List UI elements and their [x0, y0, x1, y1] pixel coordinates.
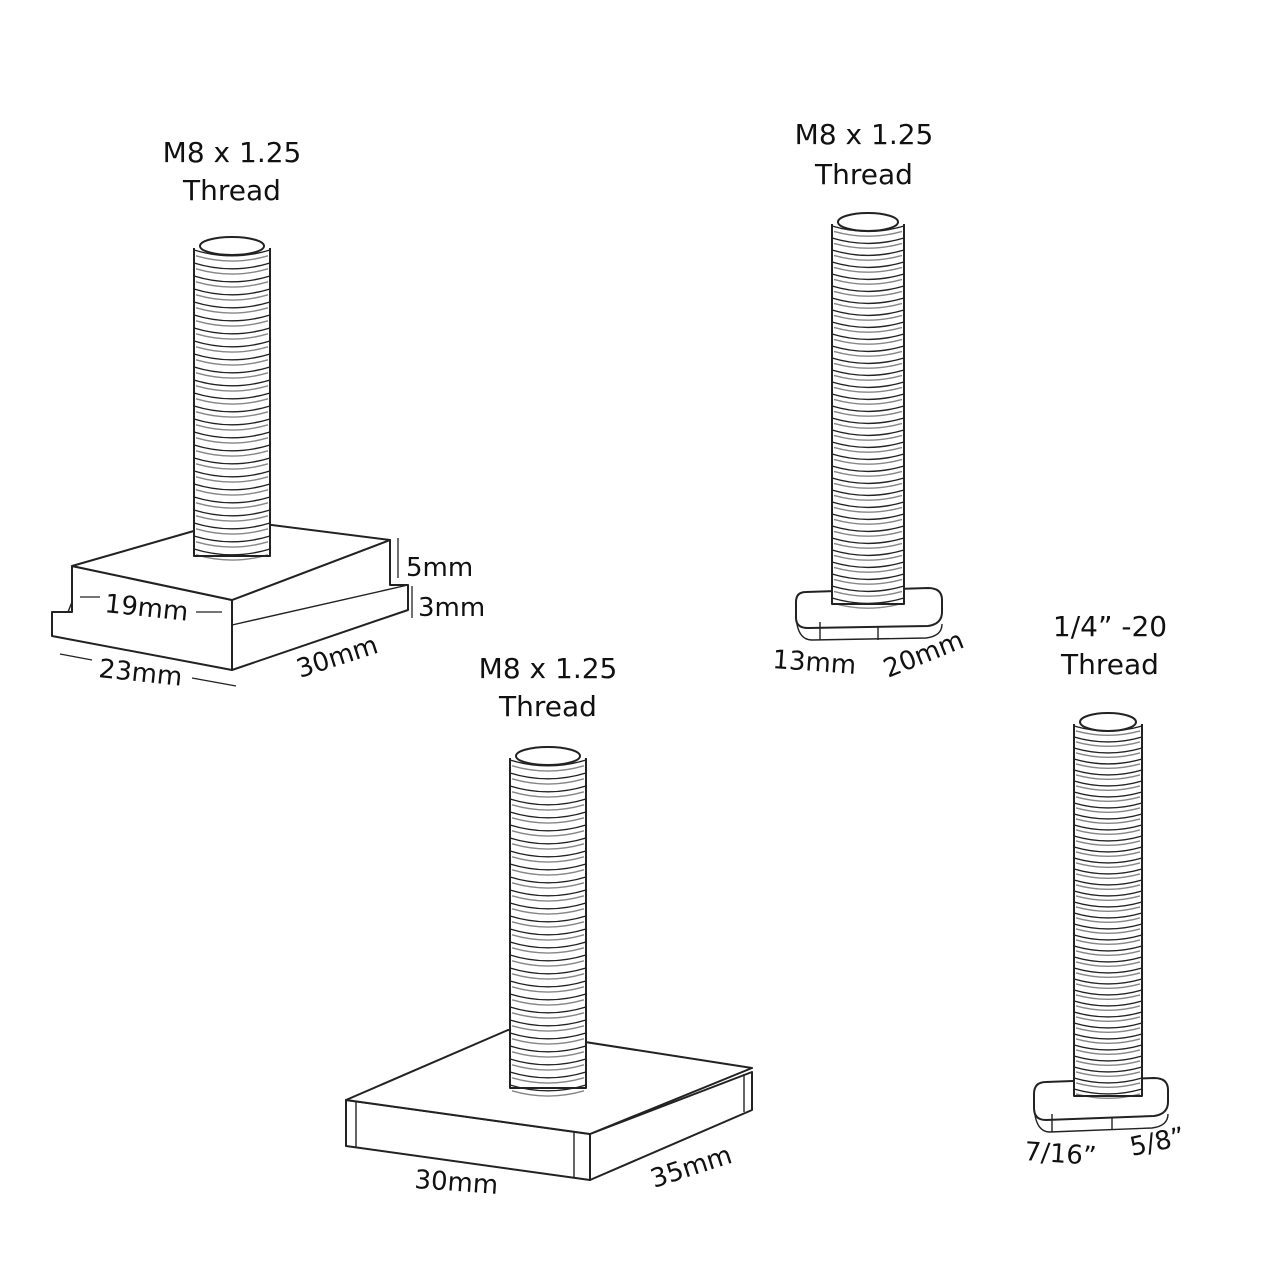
- threaded-shaft: [1073, 712, 1143, 1099]
- dim-23mm: 23mm: [97, 654, 183, 693]
- bolt-c-title-line2: Thread: [498, 690, 597, 723]
- threaded-shaft: [831, 212, 905, 609]
- bolt-c-title-line1: M8 x 1.25: [479, 652, 618, 685]
- bolt-a-title-line2: Thread: [182, 174, 281, 207]
- square-plate-bolt: [345, 746, 753, 1181]
- threaded-shaft: [193, 236, 271, 561]
- rounded-base-bolt-m8: [795, 212, 943, 641]
- dim-3mm: 3mm: [418, 593, 485, 623]
- dim-5mm: 5mm: [406, 553, 473, 583]
- threaded-shaft: [509, 746, 587, 1097]
- plate-side-face: [589, 1071, 753, 1181]
- rounded-base-bolt-quarter-inch: [1033, 712, 1169, 1133]
- dim-30mm-c: 30mm: [414, 1165, 500, 1201]
- t-slot-bolt: [51, 236, 409, 671]
- bolt-b-title-line1: M8 x 1.25: [795, 118, 934, 151]
- bolt-b-title-line2: Thread: [814, 158, 913, 191]
- bolt-d-title-line1: 1/4” -20: [1053, 610, 1167, 643]
- bolt-d-title-line2: Thread: [1060, 648, 1159, 681]
- dim-7-16-inch: 7/16”: [1024, 1137, 1098, 1172]
- dim-20mm: 20mm: [879, 625, 968, 684]
- bolt-a-title-line1: M8 x 1.25: [163, 136, 302, 169]
- dim-13mm: 13mm: [772, 645, 858, 681]
